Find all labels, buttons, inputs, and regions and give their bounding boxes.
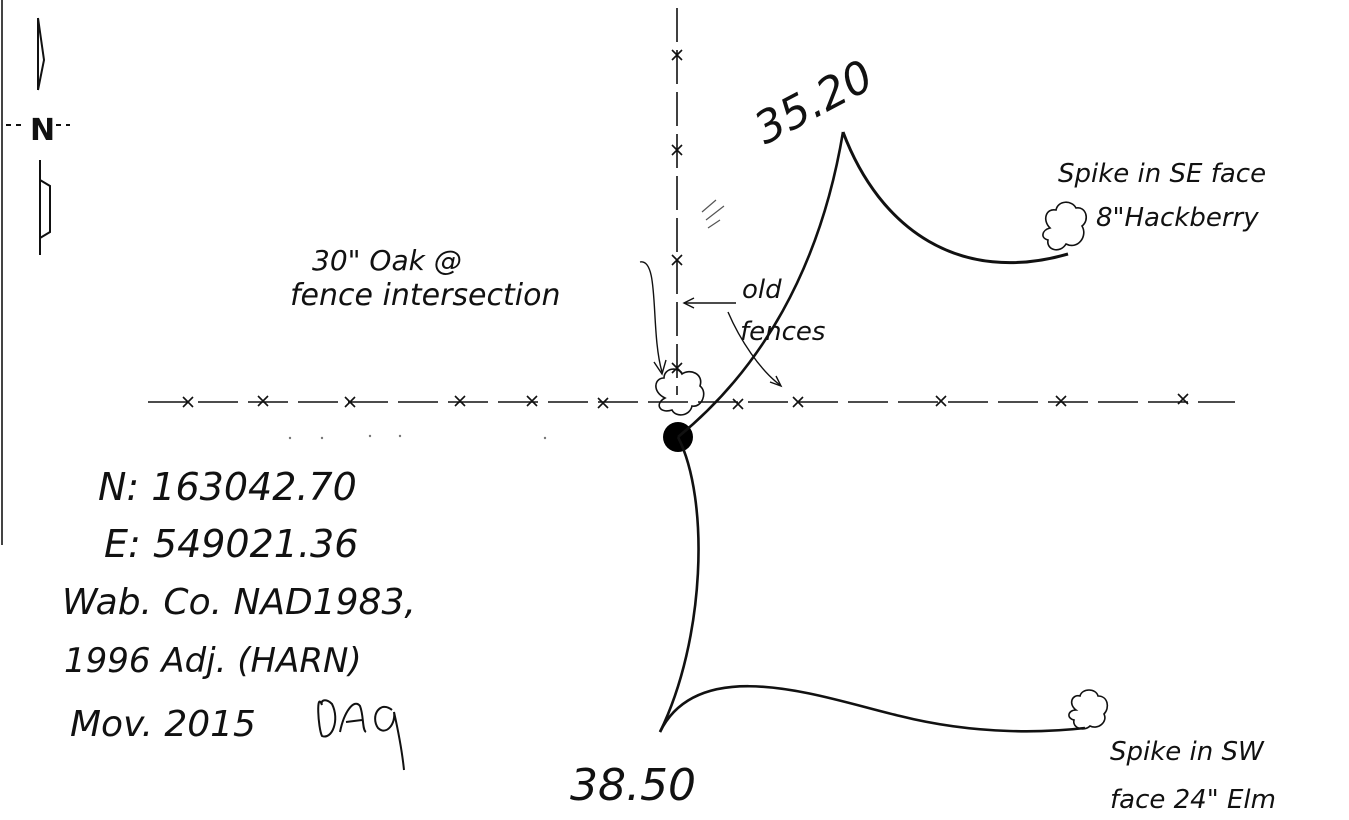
north-letter: N bbox=[30, 113, 55, 148]
old-fence-east-west bbox=[148, 393, 1235, 410]
faint-marks bbox=[288, 434, 547, 440]
datum-text: Wab. Co. NAD1983, bbox=[62, 582, 416, 623]
tie-arc-hackberry bbox=[841, 131, 1069, 265]
oak-label-line1: 30" Oak @ bbox=[312, 244, 462, 277]
elm-tree-icon bbox=[1068, 689, 1109, 730]
date-text: Mov. 2015 bbox=[70, 704, 256, 745]
tie-line-ne bbox=[677, 131, 845, 439]
fences-label-line2: fences bbox=[740, 317, 825, 347]
tie-line-sw bbox=[658, 436, 700, 733]
oak-tree-icon bbox=[655, 368, 705, 416]
oak-leader-arrow bbox=[639, 261, 667, 376]
distance-ne: 35.20 bbox=[746, 51, 881, 155]
fence-leader-arrows bbox=[682, 297, 783, 388]
easting-text: E: 549021.36 bbox=[104, 522, 358, 566]
hackberry-label-line1: Spike in SE face bbox=[1058, 159, 1266, 189]
adjustment-text: 1996 Adj. (HARN) bbox=[64, 641, 362, 681]
hackberry-label-line2: 8"Hackberry bbox=[1096, 203, 1259, 233]
surveyor-signature bbox=[317, 699, 405, 771]
fences-label-line1: old bbox=[742, 275, 782, 305]
elm-label-line2: face 24" Elm bbox=[1110, 785, 1276, 815]
oak-label-line2: fence intersection bbox=[290, 278, 560, 313]
tie-arc-elm bbox=[658, 685, 1086, 733]
northing-text: N: 163042.70 bbox=[98, 465, 357, 509]
stray-mark bbox=[701, 199, 725, 229]
old-fence-north-south bbox=[671, 8, 683, 395]
north-arrow-icon bbox=[6, 17, 70, 255]
hackberry-tree-icon bbox=[1042, 201, 1088, 251]
distance-sw: 38.50 bbox=[570, 760, 696, 811]
elm-label-line1: Spike in SW bbox=[1110, 737, 1265, 767]
